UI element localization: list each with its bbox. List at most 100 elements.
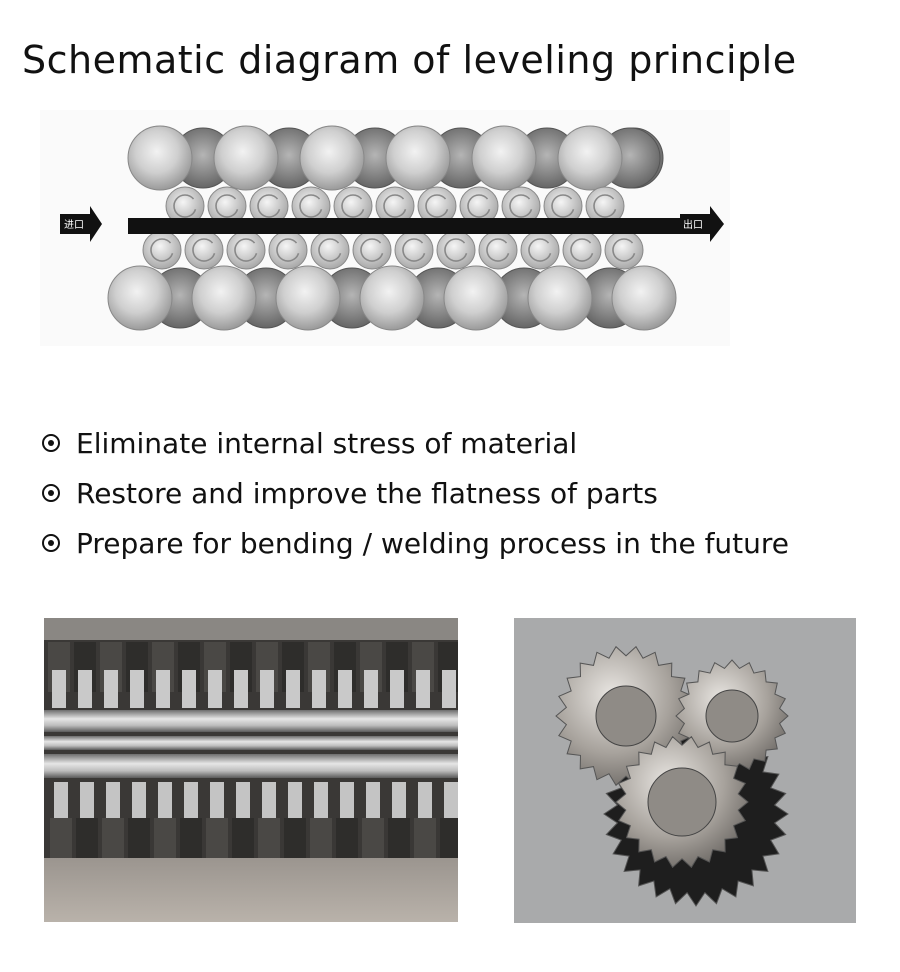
roller-support-block [416,670,430,708]
rotation-arrow-icon [486,238,510,262]
upper-backup-roller [213,125,279,191]
lower-work-rollers [142,230,644,270]
roller-support-block [54,782,68,826]
front-gear-bore [647,767,717,837]
upper-backup-roller [471,125,537,191]
roller-support-block [154,818,176,858]
roller-support-block [80,782,94,826]
circle-dot-bullet-icon [42,534,60,552]
lower-work-roller [310,230,350,270]
circle-dot-bullet-icon [42,434,60,452]
roller-support-block [312,670,326,708]
page-title: Schematic diagram of leveling principle [22,38,797,82]
leveling-rollers-photo [44,618,458,922]
roller-support-block [156,670,170,708]
roller-support-block [236,782,250,826]
rotation-arrow-icon [215,194,239,218]
roller-support-block [258,818,280,858]
lower-backup-roller [611,265,677,331]
upper-backup-rollers [127,125,623,191]
lower-work-roller [394,230,434,270]
roller-support-block [338,670,352,708]
roller-support-block [388,818,410,858]
roller-support-block [180,818,202,858]
roller-support-block [444,782,458,826]
lower-backup-roller [527,265,593,331]
roller-support-block [128,818,150,858]
lower-work-roller [520,230,560,270]
feature-list: Eliminate internal stress of material Re… [42,418,789,568]
inlet-arrow-icon: 进口 [60,206,102,242]
rotation-arrow-icon [570,238,594,262]
left-gear-bore [595,685,657,747]
lower-work-roller [184,230,224,270]
roller-support-block [132,782,146,826]
rotation-arrow-icon [593,194,617,218]
outlet-label: 出口 [683,218,703,231]
upper-backup-roller [557,125,623,191]
feature-text: Restore and improve the flatness of part… [76,476,658,510]
lower-backup-roller [275,265,341,331]
rotation-arrow-icon [551,194,575,218]
roller-support-block [76,818,98,858]
lower-work-roller [604,230,644,270]
roller-support-block [392,782,406,826]
roller-support-block [106,782,120,826]
rotation-arrow-icon [425,194,449,218]
roller-support-block [288,782,302,826]
roller-support-block [208,670,222,708]
roller-support-block [232,818,254,858]
feature-item: Prepare for bending / welding process in… [42,518,789,568]
roller-support-block [262,782,276,826]
feature-text: Eliminate internal stress of material [76,426,578,460]
rotation-arrow-icon [467,194,491,218]
lower-backup-roller [107,265,173,331]
rotation-arrow-icon [276,238,300,262]
feature-text: Prepare for bending / welding process in… [76,526,790,560]
feature-item: Restore and improve the flatness of part… [42,468,789,518]
rotation-arrow-icon [150,238,174,262]
lower-backup-roller [359,265,425,331]
roller-support-block [366,782,380,826]
roller-support-block [104,670,118,708]
upper-backup-roller [127,125,193,191]
feature-item: Eliminate internal stress of material [42,418,789,468]
roller-support-block [260,670,274,708]
roller-support-block [362,818,384,858]
outlet-arrow-icon: 出口 [680,206,724,242]
roller-support-block [286,670,300,708]
roller-support-block [414,818,436,858]
rotation-arrow-icon [612,238,636,262]
lower-backup-roller [191,265,257,331]
roller-support-block [184,782,198,826]
roller-support-block [442,670,456,708]
rotation-arrow-icon [360,238,384,262]
rotation-arrow-icon [528,238,552,262]
lower-backup-roller [443,265,509,331]
roller-support-block [102,818,124,858]
lower-backup-rollers [107,265,677,331]
rotation-arrow-icon [402,238,426,262]
lower-work-roller [268,230,308,270]
rotation-arrow-icon [192,238,216,262]
roller-support-block [284,818,306,858]
lower-work-roller [352,230,392,270]
rotation-arrow-icon [444,238,468,262]
upper-backup-roller [299,125,365,191]
roller-support-block [50,818,72,858]
leveling-schematic-svg: 进口 出口 [60,125,724,331]
upper-backup-roller [385,125,451,191]
rotation-arrow-icon [383,194,407,218]
roller-support-block [130,670,144,708]
rotation-arrow-icon [509,194,533,218]
rotation-arrow-icon [257,194,281,218]
lower-work-roller [436,230,476,270]
right-gear-bore [705,689,759,743]
gears-photo [514,618,856,923]
roller-support-block [78,670,92,708]
rotation-arrow-icon [299,194,323,218]
rotation-arrow-icon [173,194,197,218]
roller-support-block [314,782,328,826]
rotation-arrow-icon [234,238,258,262]
circle-dot-bullet-icon [42,484,60,502]
